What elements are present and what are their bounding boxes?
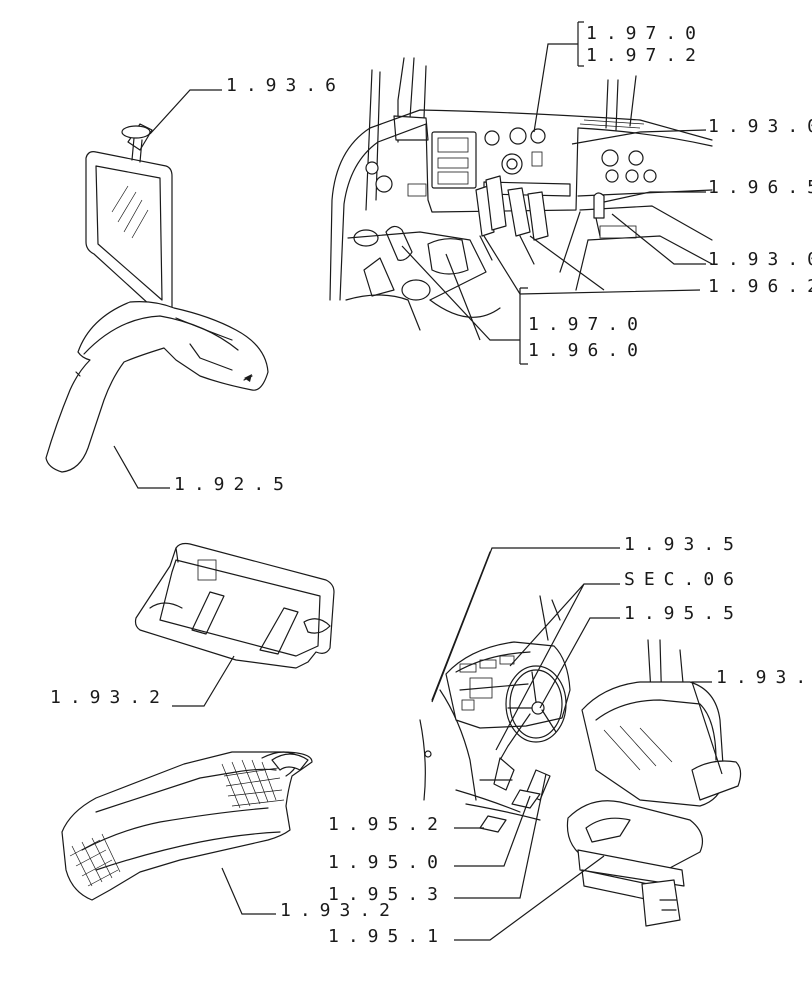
floor-mat-upper [134, 542, 335, 669]
callout-mat-top: 1.93.2 [50, 687, 169, 708]
dashboard-console [329, 57, 713, 331]
callout-steering: 1.95.5 [624, 603, 743, 624]
callout-levers: 1.96.2 [708, 276, 812, 297]
callout-group-b: 1.96.0 [528, 340, 647, 361]
mudguard [45, 301, 269, 473]
callout-dash-ref-b: 1.97.2 [586, 45, 705, 66]
callout-dash-top-right: 1.93.0 [708, 116, 812, 137]
callout-shift-lever: 1.96.5 [708, 177, 812, 198]
callout-mudguard: 1.92.5 [174, 474, 293, 495]
callout-pedal-c: 1.95.3 [328, 884, 447, 905]
rear-view-mirror [85, 123, 173, 318]
callout-console-lower: 1.93.0 [708, 249, 812, 270]
callout-seat-base: 1.95.1 [328, 926, 447, 947]
callout-pedal-b: 1.95.0 [328, 852, 447, 873]
callout-pedal-a: 1.95.2 [328, 814, 447, 835]
callout-group-a: 1.97.0 [528, 314, 647, 335]
callout-cab-top: 1.93.5 [624, 534, 743, 555]
cab-interior [419, 551, 742, 927]
callout-mat-bottom: 1.93.2 [280, 900, 399, 921]
callout-seat: 1.93. [716, 667, 812, 688]
callout-dash-ref-a: 1.97.0 [586, 23, 705, 44]
floor-mat-lower [61, 751, 313, 901]
callout-mirror: 1.93.6 [226, 75, 345, 96]
callout-sec: SEC.06 [624, 569, 743, 590]
